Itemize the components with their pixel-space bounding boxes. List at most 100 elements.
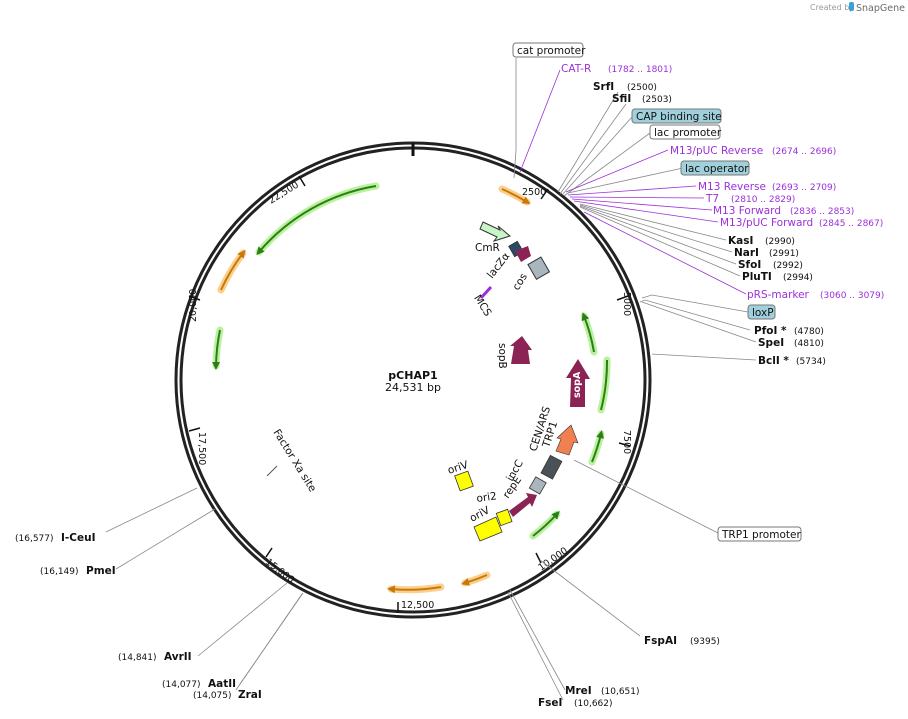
leader-line	[573, 459, 719, 534]
site-iceui-pos: (16,577)	[15, 534, 54, 544]
trp1-promoter-box	[717, 526, 802, 542]
loxp-box	[747, 304, 776, 320]
site-srfi-name: SrfI	[593, 81, 614, 93]
orf-arc	[591, 430, 604, 463]
snapgene-logo-icon	[849, 2, 854, 11]
site-avrii-pos: (14,841)	[118, 653, 157, 663]
leader-line	[569, 196, 705, 199]
boxed-labels: cat promoter CAP binding site lac promot…	[512, 42, 802, 542]
orf-arcs	[212, 182, 611, 594]
site-bcli-name: BclI *	[758, 355, 789, 367]
site-fsei-name: FseI	[538, 697, 562, 709]
orf-arc	[532, 511, 560, 537]
oriv-upper-box	[454, 470, 474, 492]
leader-line	[509, 589, 566, 691]
site-fsei-pos: (10,662)	[574, 699, 613, 709]
site-zrai-name: ZraI	[238, 689, 262, 701]
leader-line	[641, 294, 749, 313]
site-pfoi-pos: (4780)	[794, 327, 824, 337]
primer-t7-range: (2810 .. 2829)	[731, 195, 795, 205]
leader-line	[573, 200, 719, 223]
cos-box	[527, 256, 551, 280]
leader-line	[105, 487, 198, 533]
leader-line	[641, 301, 757, 343]
primer-cat-r-name: CAT-R	[561, 63, 591, 75]
site-spei-pos: (4810)	[794, 339, 824, 349]
tick-label: 22,500	[267, 180, 301, 207]
leader-line	[539, 559, 641, 637]
mcs-label: MCS	[471, 293, 494, 319]
credit-brand: SnapGene	[856, 3, 905, 14]
site-zrai-pos: (14,075)	[193, 691, 232, 701]
tick-label: 20,000	[188, 289, 199, 322]
lacza-label: lacZα	[485, 250, 513, 280]
leader-line	[639, 299, 751, 331]
leader-line	[561, 116, 633, 196]
primer-m13puc-rev-name: M13/pUC Reverse	[670, 145, 763, 157]
primer-prs-range: (3060 .. 3079)	[820, 291, 884, 301]
orf-arc	[212, 329, 221, 370]
trp1-promoter-label: TRP1 promoter	[721, 529, 801, 541]
orf-arc	[501, 188, 531, 205]
leader-lines	[105, 58, 757, 701]
leader-line	[579, 205, 737, 265]
cmr-label: CmR	[475, 242, 500, 254]
leader-line	[557, 91, 619, 193]
leader-line	[513, 58, 517, 179]
leader-line	[507, 591, 564, 701]
cos-label: cos	[510, 271, 530, 292]
credit-text: Created by	[810, 3, 854, 12]
ori2-label: ori2	[476, 490, 498, 505]
primer-m13puc-rev-range: (2674 .. 2696)	[772, 147, 836, 157]
primer-m13-rev-range: (2693 .. 2709)	[772, 183, 836, 193]
site-pluti-name: PluTI	[742, 271, 772, 283]
factor-xa-label: Factor Xa site	[270, 427, 318, 494]
tick-label: 7500	[621, 430, 632, 454]
site-kasi-pos: (2990)	[765, 237, 795, 247]
primer-t7-name: T7	[705, 193, 719, 205]
sopa-arrow	[566, 359, 590, 407]
cat-promoter-box	[512, 42, 584, 58]
plasmid-title: pCHAP1 24,531 bp	[385, 369, 441, 394]
backbone	[174, 141, 652, 619]
site-nari-name: NarI	[734, 247, 759, 259]
leader-line	[571, 198, 713, 211]
primer-m13-fwd-name: M13 Forward	[713, 205, 781, 217]
orf-arc	[461, 574, 488, 586]
tick-label: 17,500	[196, 432, 207, 465]
cat-promoter-label: cat promoter	[517, 45, 586, 57]
site-aatii-pos: (14,077)	[162, 680, 201, 690]
site-bcli-pos: (5734)	[796, 357, 826, 367]
tick-label: 15,000	[263, 557, 296, 586]
orf-arc	[387, 585, 442, 594]
leader-line	[519, 69, 561, 173]
lac-operator-label: lac operator	[685, 163, 749, 175]
plasmid-length: 24,531 bp	[385, 381, 441, 394]
site-spei-name: SpeI	[758, 337, 784, 349]
sopa-label: sopA	[572, 371, 583, 398]
sopb-arrow	[510, 336, 532, 364]
primer-m13puc-fwd-range: (2845 .. 2867)	[819, 219, 883, 229]
primer-labels: CAT-R (1782 .. 1801) M13/pUC Reverse (26…	[561, 63, 884, 301]
leader-line	[563, 132, 651, 197]
site-mrei-name: MreI	[565, 685, 592, 697]
site-srfi-pos: (2500)	[627, 83, 657, 93]
repe-arrow	[509, 493, 537, 517]
cap-site-box	[631, 108, 722, 124]
leader-line	[583, 211, 747, 295]
snapgene-credit: Created by SnapGene	[810, 2, 905, 14]
primer-m13-fwd-range: (2836 .. 2853)	[790, 207, 854, 217]
loxp-label: loxP	[752, 307, 774, 319]
site-nari-pos: (2991)	[769, 249, 799, 259]
leader-line	[565, 149, 669, 193]
site-pmei-name: PmeI	[86, 565, 116, 577]
cen-box	[540, 454, 563, 480]
lac-promoter-box	[649, 124, 721, 140]
site-sfoi-name: SfoI	[738, 259, 761, 271]
site-sfii-name: SfiI	[612, 93, 631, 105]
tick-label: 5000	[621, 292, 632, 316]
lac-promoter-label: lac promoter	[654, 127, 722, 139]
leader-line	[579, 203, 727, 241]
leader-line	[239, 592, 304, 685]
